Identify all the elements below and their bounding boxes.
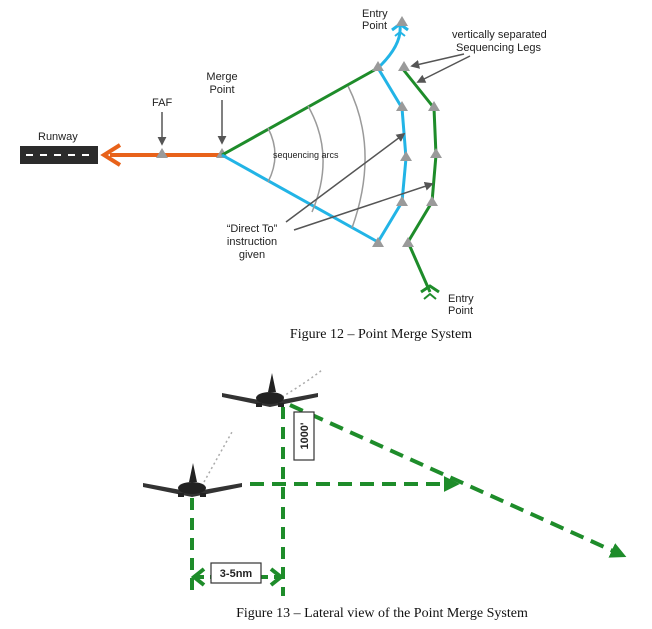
- merge-point: Merge Point: [206, 71, 238, 158]
- entry-point-bottom-icon: [420, 284, 440, 300]
- figure-12-point-merge-system: Runway FAF Merge Point sequencing arcs: [20, 8, 547, 342]
- vertical-separation-box: 1000': [293, 411, 315, 461]
- lower-aircraft-trail: [203, 431, 233, 483]
- outer-sequencing-leg: [400, 67, 438, 293]
- final-approach-arrowhead: [100, 143, 122, 167]
- lateral-separation-arrow-left: [190, 567, 206, 587]
- sequencing-arc-3: [347, 85, 366, 229]
- faf-triangle-icon: [156, 148, 168, 158]
- waypoint-triangle-icon: [396, 101, 408, 111]
- vertical-separation-label: 1000': [299, 422, 311, 449]
- sequencing-legs-label-line2: Sequencing Legs: [456, 42, 542, 54]
- sequencing-legs-arrow-2: [416, 55, 471, 83]
- waypoint-triangle-icon: [430, 148, 442, 158]
- entry-point-top-label-line1: Entry: [362, 8, 388, 20]
- lateral-separation-arrow-right: [269, 567, 285, 587]
- faf-waypoint: FAF: [152, 97, 172, 158]
- waypoint-triangle-icon: [398, 61, 410, 71]
- entry-point-bottom-label-line2: Point: [448, 305, 473, 317]
- sequencing-arcs-label: sequencing arcs: [273, 150, 339, 160]
- runway-label: Runway: [38, 131, 78, 143]
- upper-aircraft-trail: [281, 369, 323, 398]
- sequencing-legs-label-line1: vertically separated: [452, 29, 547, 41]
- waypoint-triangle-icon: [396, 196, 408, 206]
- entry-point-top-label-line2: Point: [362, 20, 387, 32]
- direct-to-label-line3: given: [239, 249, 265, 261]
- lateral-separation-label: 3-5nm: [220, 568, 253, 580]
- figure-13-caption: Figure 13 – Lateral view of the Point Me…: [236, 606, 528, 621]
- waypoint-triangle-icon: [400, 151, 412, 161]
- upper-aircraft-descent-path: [289, 403, 627, 558]
- runway: Runway: [20, 131, 98, 164]
- figure-13-lateral-view: 1000' 3-5nm Figure 13 – Lateral view of …: [143, 369, 627, 621]
- merge-point-label-line1: Merge: [206, 71, 237, 83]
- lower-aircraft-icon: [143, 431, 242, 497]
- direct-to-arrow-1: [285, 132, 406, 223]
- direct-to-arrow-2: [293, 182, 434, 231]
- waypoint-triangle-icon: [396, 16, 408, 26]
- waypoint-triangle-icon: [372, 61, 384, 71]
- waypoint-triangle-icon: [402, 237, 414, 247]
- entry-point-bottom-label-line1: Entry: [448, 293, 474, 305]
- waypoint-triangle-icon: [372, 237, 384, 247]
- direct-to-label-line2: instruction: [227, 236, 277, 248]
- waypoint-triangle-icon: [426, 196, 438, 206]
- lateral-separation-box: 3-5nm: [210, 562, 262, 584]
- waypoint-triangles: [372, 16, 442, 247]
- sequencing-legs-arrow-1: [410, 53, 465, 69]
- sequencing-arc-1: [267, 127, 276, 183]
- faf-label: FAF: [152, 97, 172, 109]
- upper-aircraft-icon: [222, 369, 323, 407]
- waypoint-triangle-icon: [428, 101, 440, 111]
- figure-12-caption: Figure 12 – Point Merge System: [290, 327, 472, 342]
- direct-to-label-line1: “Direct To”: [227, 223, 278, 235]
- inner-sequencing-leg: [376, 25, 408, 243]
- upper-direct-to-leg: [221, 66, 379, 157]
- merge-point-label-line2: Point: [209, 84, 234, 96]
